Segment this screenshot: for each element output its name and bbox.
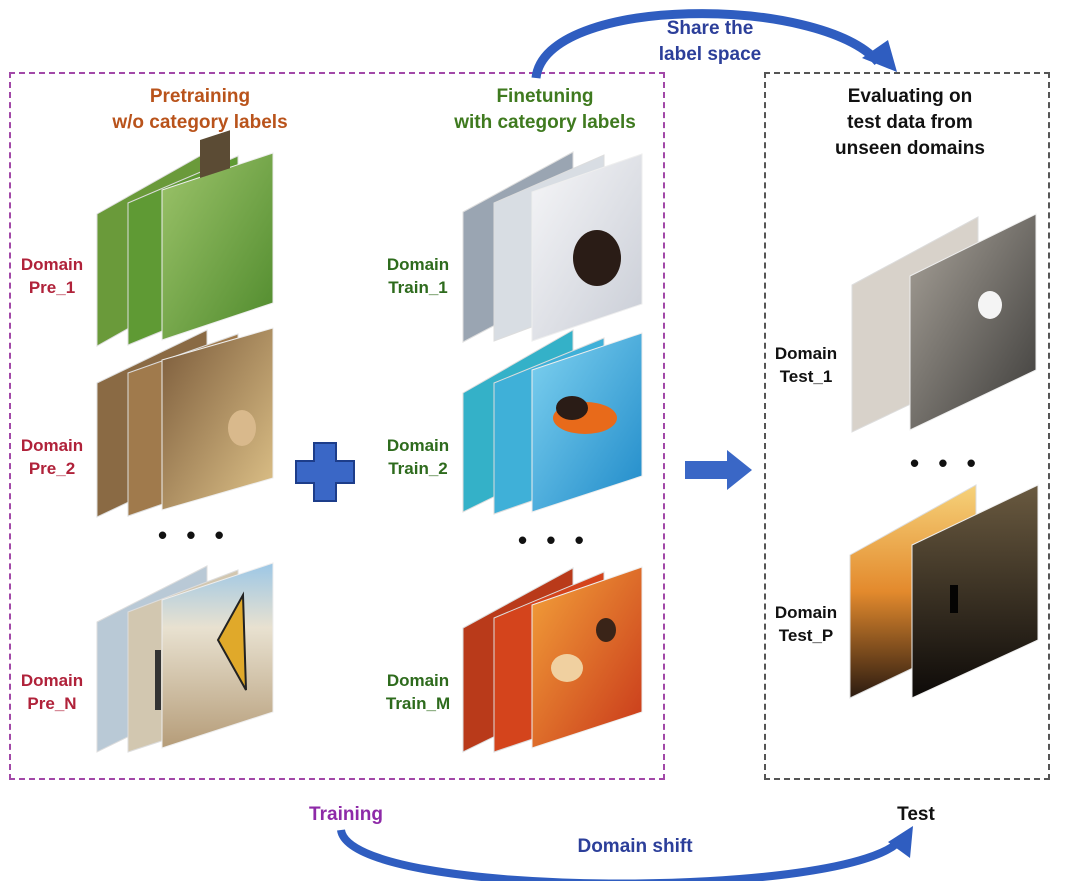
domain-id: Train_2 <box>388 459 448 478</box>
domain-shift-arrowhead-icon <box>888 826 913 858</box>
domain-word: Domain <box>774 344 838 363</box>
domain-word: Domain <box>386 255 450 274</box>
domain-id: Test_1 <box>779 367 833 386</box>
domain-word: Domain <box>20 671 84 690</box>
share-arrow-icon <box>531 9 882 79</box>
pretraining-line-2: w/o category labels <box>112 112 288 133</box>
domain-pre-n-label: Domain Pre_N <box>12 669 92 715</box>
training-label: Training <box>309 804 383 825</box>
test-label: Test <box>897 804 935 825</box>
image-stack-pre-1 <box>96 130 274 347</box>
image-stack-pre-n <box>96 562 274 753</box>
image-stack-pre-2 <box>96 327 274 518</box>
plus-icon <box>295 442 355 502</box>
pretraining-line-1: Pretraining <box>149 86 251 107</box>
domain-train-2-label: Domain Train_2 <box>376 434 460 480</box>
image-stack-train-1 <box>462 151 643 343</box>
evaluating-line-3: unseen domains <box>835 138 985 159</box>
domain-word: Domain <box>386 671 450 690</box>
image-stack-train-m <box>462 566 643 753</box>
finetuning-line-2: with category labels <box>454 112 636 133</box>
domain-word: Domain <box>386 436 450 455</box>
domain-id: Train_1 <box>388 278 448 297</box>
evaluating-line-2: test data from <box>847 112 973 133</box>
arrow-right-icon <box>685 450 752 490</box>
domain-test-p-label: Domain Test_P <box>766 601 846 647</box>
domain-id: Test_P <box>778 626 834 645</box>
domain-word: Domain <box>774 603 838 622</box>
domain-pre-2-label: Domain Pre_2 <box>12 434 92 480</box>
share-line-1: Share the <box>666 18 754 39</box>
ellipsis-test: • • • <box>910 448 982 478</box>
domain-id: Train_M <box>385 694 451 713</box>
domain-train-m-label: Domain Train_M <box>376 669 460 715</box>
ellipsis-pre: • • • <box>158 520 230 550</box>
image-stack-train-2 <box>462 329 643 515</box>
image-stack-test-1 <box>851 213 1037 433</box>
domain-shift-label: Domain shift <box>577 836 693 857</box>
pretraining-header: Pretraining w/o category labels <box>80 84 320 136</box>
evaluating-header: Evaluating on test data from unseen doma… <box>800 84 1020 162</box>
test-box <box>764 72 1050 780</box>
share-label: Share the label space <box>640 16 780 68</box>
finetuning-header: Finetuning with category labels <box>420 84 670 136</box>
share-arrowhead-icon <box>862 40 897 72</box>
training-box <box>9 72 665 780</box>
domain-id: Pre_1 <box>28 278 76 297</box>
domain-pre-1-label: Domain Pre_1 <box>12 253 92 299</box>
domain-word: Domain <box>20 255 84 274</box>
domain-word: Domain <box>20 436 84 455</box>
domain-id: Pre_N <box>27 694 77 713</box>
finetuning-line-1: Finetuning <box>496 86 594 107</box>
ellipsis-train: • • • <box>518 525 590 555</box>
domain-train-1-label: Domain Train_1 <box>376 253 460 299</box>
evaluating-line-1: Evaluating on <box>847 86 973 107</box>
share-line-2: label space <box>658 44 762 65</box>
domain-id: Pre_2 <box>28 459 76 478</box>
domain-shift-arrow-icon <box>337 828 906 881</box>
image-stack-test-p <box>849 484 1039 699</box>
domain-test-1-label: Domain Test_1 <box>766 342 846 388</box>
